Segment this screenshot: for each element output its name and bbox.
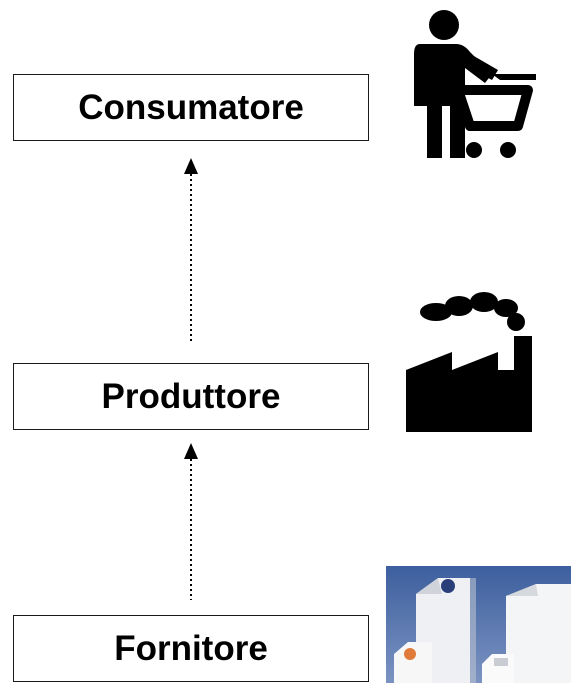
supplier-node: Fornitore [13,615,369,682]
arrow-supplier-to-producer [184,443,198,600]
supplier-label: Fornitore [114,628,268,668]
milk-cartons-photo [386,566,571,683]
factory-icon [406,292,532,432]
arrow-producer-to-consumer [184,158,198,342]
producer-label: Produttore [101,376,281,416]
shopping-cart-person-icon [414,10,536,158]
producer-node: Produttore [13,363,369,430]
consumer-node: Consumatore [13,74,369,141]
consumer-label: Consumatore [78,87,304,127]
